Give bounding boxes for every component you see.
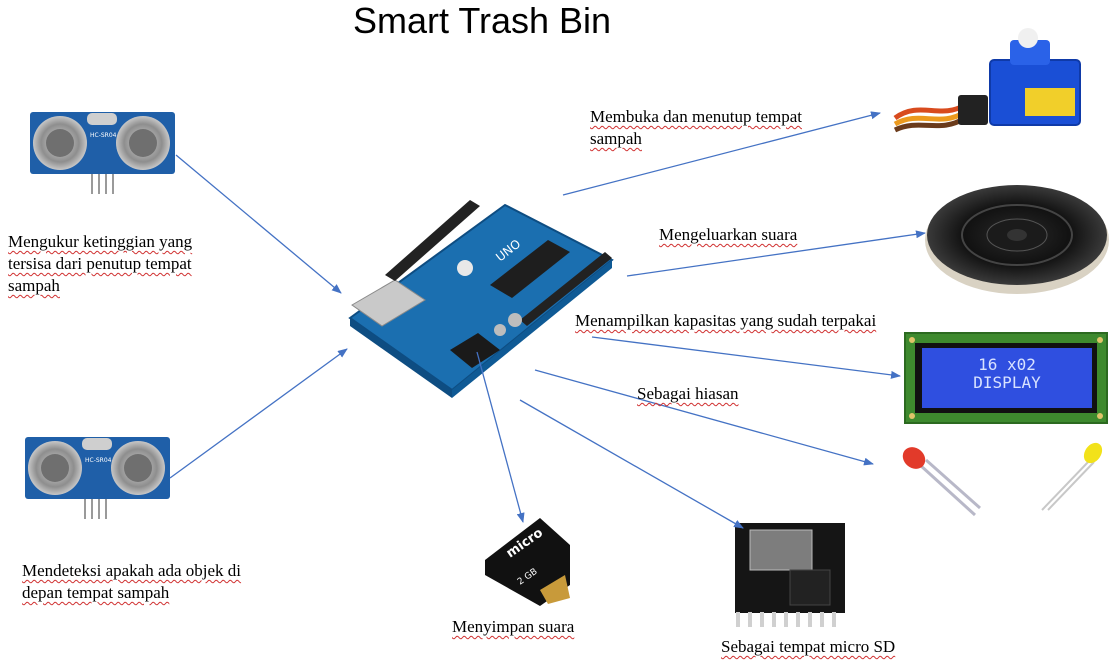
arrow-sdcard bbox=[476, 351, 525, 523]
diagram-title: Smart Trash Bin bbox=[352, 0, 612, 41]
label-led-line: Sebagai hiasan bbox=[637, 384, 739, 403]
label-ultrasonic-top-line: Mengukur ketinggian yang bbox=[8, 232, 193, 251]
arrow-mp3module bbox=[519, 399, 744, 529]
label-servo-line: sampah bbox=[590, 129, 642, 148]
label-ultrasonic-top-line: tersisa dari penutup tempat bbox=[8, 254, 192, 273]
label-ultrasonic-bottom-line: Mendeteksi apakah ada objek di bbox=[22, 561, 242, 580]
lcd-line-2: DISPLAY bbox=[973, 373, 1041, 392]
lcd-display-icon: 16 x02 DISPLAY bbox=[904, 332, 1108, 424]
label-sdcard-line: Menyimpan suara bbox=[452, 617, 575, 636]
sensor-print-top: HC-SR04 bbox=[90, 132, 117, 139]
label-speaker: Mengeluarkan suara bbox=[659, 224, 859, 246]
arduino-uno-icon: UNO bbox=[348, 200, 614, 398]
mp3-module-icon bbox=[735, 523, 845, 627]
arrows bbox=[169, 111, 926, 529]
red-led-icon bbox=[902, 447, 981, 517]
lcd-line-1: 16 x02 bbox=[978, 355, 1036, 374]
label-sdcard: Menyimpan suara bbox=[452, 616, 612, 638]
micro-sd-card-icon: micro 2 GB bbox=[485, 518, 570, 606]
arrow-sensor-bottom bbox=[169, 348, 348, 479]
speaker-icon bbox=[925, 185, 1109, 294]
arrow-servo bbox=[562, 111, 881, 196]
label-servo: Membuka dan menutup tempat sampah bbox=[590, 106, 850, 150]
arrow-sensor-top bbox=[175, 154, 342, 294]
yellow-led-icon bbox=[1041, 442, 1103, 511]
label-led: Sebagai hiasan bbox=[637, 383, 787, 405]
arrow-lcd bbox=[591, 336, 901, 379]
label-ultrasonic-bottom: Mendeteksi apakah ada objek di depan tem… bbox=[22, 560, 282, 604]
label-mp3module: Sebagai tempat micro SD bbox=[721, 636, 941, 658]
label-servo-line: Membuka dan menutup tempat bbox=[590, 107, 802, 126]
servo-motor-icon bbox=[893, 28, 1081, 133]
label-ultrasonic-top: Mengukur ketinggian yang tersisa dari pe… bbox=[8, 231, 238, 297]
arrow-speaker bbox=[626, 230, 926, 277]
label-lcd-line: Menampilkan kapasitas yang sudah terpaka… bbox=[575, 311, 877, 330]
arrow-led bbox=[534, 369, 874, 466]
label-lcd: Menampilkan kapasitas yang sudah terpaka… bbox=[575, 310, 915, 332]
label-ultrasonic-bottom-line: depan tempat sampah bbox=[22, 583, 170, 602]
label-speaker-line: Mengeluarkan suara bbox=[659, 225, 798, 244]
sensor-print-bottom: HC-SR04 bbox=[85, 457, 112, 464]
ultrasonic-sensor-bottom-icon: HC-SR04 bbox=[25, 437, 170, 519]
label-mp3module-line: Sebagai tempat micro SD bbox=[721, 637, 896, 656]
label-ultrasonic-top-line: sampah bbox=[8, 276, 60, 295]
ultrasonic-sensor-top-icon: HC-SR04 bbox=[30, 112, 175, 194]
